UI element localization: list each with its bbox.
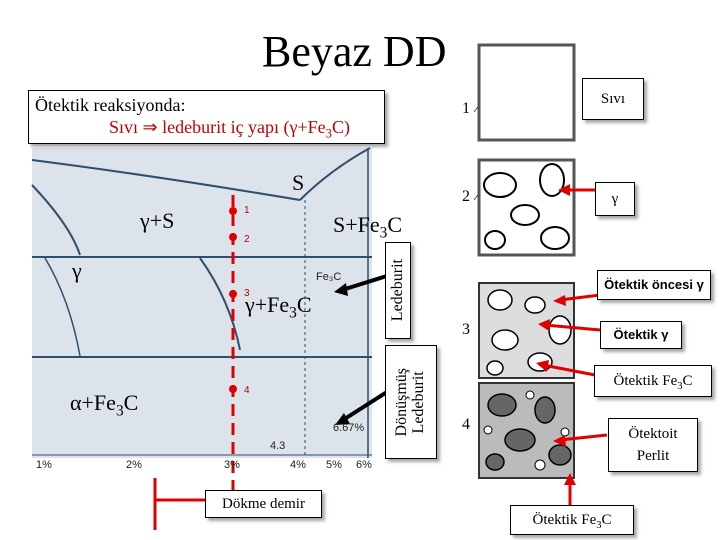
point-label-2: 2 [244, 234, 250, 245]
tick-2: 2% [126, 459, 142, 471]
point-label-1: 1 [244, 205, 250, 216]
liquidus-right [299, 147, 371, 201]
reaction-line-2: Sıvı ⇒ ledeburit iç yapı (γ+Fe3C) [109, 117, 350, 141]
tick-5: 5% [326, 459, 342, 471]
page-title: Beyaz DD [262, 27, 447, 76]
a3-line [44, 257, 81, 357]
phase-gamma-s: γ+S [140, 208, 175, 233]
micro-2-grains [483, 163, 570, 250]
micro-4-grains [485, 393, 572, 471]
point-label-4: 4 [244, 385, 250, 396]
tick-4: 4% [290, 459, 306, 471]
reaction-line-1: Ötektik reaksiyonda: [35, 95, 186, 115]
phase-gamma: γ [72, 258, 82, 283]
tick-667: 6.67% [333, 422, 365, 434]
liquidus-left [31, 159, 301, 201]
phase-gamma-fe3c: γ+Fe3C [245, 292, 312, 322]
phase-alpha-fe3c: α+Fe3C [70, 390, 139, 420]
sivi-box: Sıvı [582, 78, 644, 120]
point-2 [229, 233, 237, 241]
point-1 [229, 207, 237, 215]
phase-s-fe3c: S+Fe3C [333, 212, 403, 242]
oncesi-box: Ötektik öncesi γ [597, 270, 711, 300]
phase-s: S [292, 170, 305, 195]
label-fe3c-small: Fe₃C [316, 271, 342, 283]
micro-2 [477, 158, 576, 257]
diagram-panel [32, 148, 372, 458]
ledeburit-arrow [341, 273, 391, 292]
ledeburit-label: Ledeburit [388, 259, 406, 322]
micro-num-1: 1 [462, 100, 470, 117]
point-3 [229, 290, 237, 298]
solidus [31, 184, 81, 256]
bottom-fe3c-box: Ötektik Fe3C [510, 505, 634, 535]
micro-num-2: 2 [462, 188, 470, 205]
donusmus-arrow [341, 388, 392, 422]
ot-gamma-box: Ötektik γ [600, 321, 682, 349]
tick-1: 1% [36, 459, 52, 471]
tick-6: 6% [356, 459, 372, 471]
point-4 [229, 385, 237, 393]
micro-3-grains [486, 289, 572, 376]
point-label-3: 3 [244, 288, 250, 299]
tick-43: 4.3 [270, 440, 286, 452]
gamma-box: γ [595, 182, 635, 216]
tick-3: 3% [224, 459, 240, 471]
ledeburit-box: Ledeburit [385, 242, 411, 339]
acm-line [199, 257, 241, 351]
ot-fe3c-box: Ötektik Fe3C [594, 365, 712, 397]
micro-num-4: 4 [462, 416, 470, 433]
dokme-demir-box: Dökme demir [205, 490, 322, 518]
micro-num-3: 3 [462, 321, 470, 338]
reaction-box: Ötektik reaksiyonda: Sıvı ⇒ ledeburit iç… [28, 90, 385, 144]
micro-1 [477, 43, 576, 142]
